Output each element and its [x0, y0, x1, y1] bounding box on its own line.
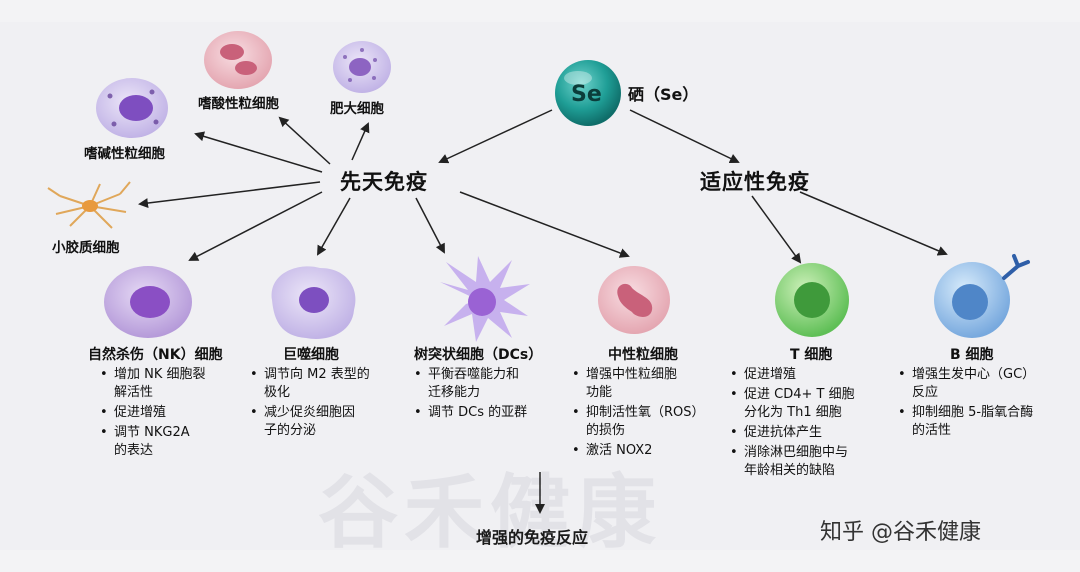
nk-cell-icon	[104, 266, 192, 338]
arrow-innate-basophil	[194, 131, 323, 173]
eosinophil-cell-icon	[204, 31, 272, 89]
selenium-sphere-icon	[555, 60, 621, 126]
macrophage-cell-icon	[271, 266, 356, 339]
arrow-innate-eosinophil	[278, 116, 331, 165]
cell-title-neutrophil: 中性粒细胞	[608, 347, 678, 363]
bullet: 减少促炎细胞因 子的分泌	[250, 404, 370, 440]
cell-title-b: B 细胞	[950, 347, 994, 363]
b-cell-icon	[934, 254, 1030, 338]
eosinophil-label: 嗜酸性粒细胞	[198, 96, 279, 112]
selenium-symbol: Se	[571, 82, 602, 107]
arrow-adaptive-b	[799, 191, 948, 256]
adaptive-immunity-label: 适应性免疫	[700, 170, 810, 194]
bullet: 激活 NOX2	[572, 442, 705, 460]
cell-bullets-b: 增强生发中心（GC） 反应 抑制细胞 5-脂氧合酶 的活性	[898, 366, 1035, 442]
cell-title-macrophage: 巨噬细胞	[283, 347, 339, 363]
arrow-innate-microglia	[138, 181, 321, 208]
basophil-cell-icon	[96, 78, 168, 138]
neutrophil-cell-icon	[598, 266, 670, 334]
enhanced-immune-response-label: 增强的免疫反应	[476, 528, 589, 547]
bullet: 促进抗体产生	[730, 424, 855, 442]
mast-cell-label: 肥大细胞	[330, 101, 384, 117]
microglia-cell-icon	[47, 181, 131, 229]
bullet: 抑制细胞 5-脂氧合酶 的活性	[898, 404, 1035, 440]
bullet: 调节 DCs 的亚群	[414, 404, 527, 422]
arrow-se-innate	[438, 109, 553, 164]
cell-bullets-nk: 增加 NK 细胞裂 解活性 促进增殖 调节 NKG2A 的表达	[100, 366, 206, 462]
bullet: 增强生发中心（GC） 反应	[898, 366, 1035, 402]
bullet: 平衡吞噬能力和 迁移能力	[414, 366, 527, 402]
cell-title-dc: 树突状细胞（DCs）	[414, 347, 543, 363]
arrow-se-adaptive	[629, 109, 740, 164]
microglia-label: 小胶质细胞	[52, 240, 120, 256]
arrow-innate-mast	[351, 122, 370, 161]
bullet: 促进增殖	[100, 404, 206, 422]
cell-bullets-neutrophil: 增强中性粒细胞 功能 抑制活性氧（ROS） 的损伤 激活 NOX2	[572, 366, 705, 462]
dendritic-cell-icon	[440, 256, 530, 342]
watermark-text: 谷禾健康	[318, 466, 662, 559]
innate-immunity-label: 先天免疫	[340, 170, 428, 194]
basophil-label: 嗜碱性粒细胞	[84, 146, 165, 162]
arrow-innate-macrophage	[317, 197, 351, 256]
selenium-label: 硒（Se）	[628, 85, 699, 104]
bullet: 促进增殖	[730, 366, 855, 384]
cell-title-nk: 自然杀伤（NK）细胞	[88, 347, 223, 363]
arrow-adaptive-t	[751, 195, 802, 264]
bullet: 消除淋巴细胞中与 年龄相关的缺陷	[730, 444, 855, 480]
cell-bullets-t: 促进增殖 促进 CD4+ T 细胞 分化为 Th1 细胞 促进抗体产生 消除淋巴…	[730, 366, 855, 482]
t-cell-icon	[775, 263, 849, 337]
cell-bullets-macrophage: 调节向 M2 表型的 极化 减少促炎细胞因 子的分泌	[250, 366, 370, 442]
bullet: 调节 NKG2A 的表达	[100, 424, 206, 460]
arrow-innate-dc	[415, 197, 445, 254]
cell-title-t: T 细胞	[790, 347, 833, 363]
arrow-innate-nk	[188, 191, 323, 261]
bullet: 抑制活性氧（ROS） 的损伤	[572, 404, 705, 440]
mast-cell-icon	[333, 41, 391, 93]
arrow-innate-neutrophil	[459, 191, 630, 258]
source-credit: 知乎 @谷禾健康	[820, 520, 981, 545]
bullet: 促进 CD4+ T 细胞 分化为 Th1 细胞	[730, 386, 855, 422]
cell-bullets-dc: 平衡吞噬能力和 迁移能力 调节 DCs 的亚群	[414, 366, 527, 424]
bullet: 增强中性粒细胞 功能	[572, 366, 705, 402]
bullet: 调节向 M2 表型的 极化	[250, 366, 370, 402]
bullet: 增加 NK 细胞裂 解活性	[100, 366, 206, 402]
